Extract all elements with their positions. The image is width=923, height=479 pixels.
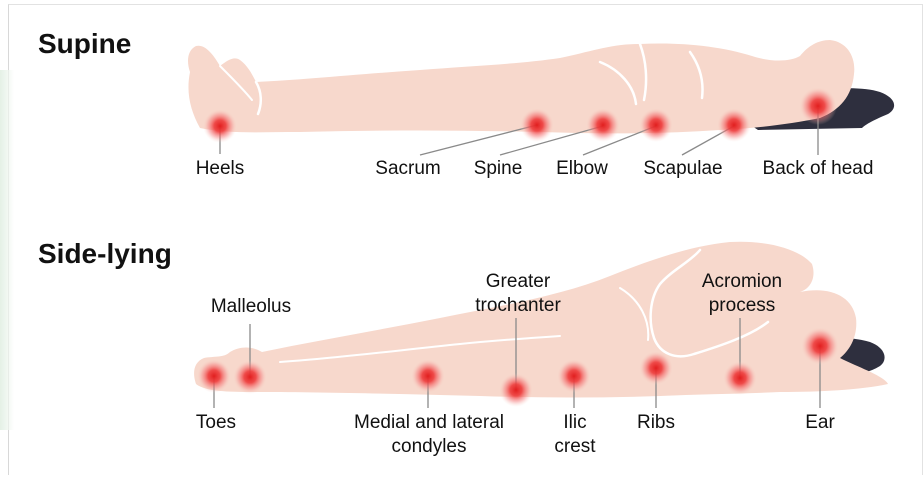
pressure-point-spine bbox=[586, 108, 620, 142]
label-ilic-crest: Ilic crest bbox=[546, 411, 604, 459]
label-sacrum: Sacrum bbox=[358, 157, 458, 181]
label-greater-trochanter: Greater trochanter bbox=[456, 270, 580, 318]
label-elbow: Elbow bbox=[542, 157, 622, 181]
pressure-point-elbow bbox=[639, 108, 673, 142]
pressure-point-condyles bbox=[411, 359, 445, 393]
pressure-point-ribs bbox=[639, 351, 673, 385]
label-spine: Spine bbox=[458, 157, 538, 181]
label-scapulae: Scapulae bbox=[628, 157, 738, 181]
pressure-point-sacrum bbox=[520, 108, 554, 142]
pressure-point-scapulae bbox=[717, 108, 751, 142]
side-lying-title: Side-lying bbox=[38, 238, 172, 270]
side-lying-figure bbox=[194, 242, 888, 398]
label-malleolus: Malleolus bbox=[192, 295, 310, 319]
pressure-point-ilic-crest bbox=[557, 359, 591, 393]
pressure-point-toes bbox=[197, 359, 231, 393]
label-medial-lateral-condyles: Medial and lateral condyles bbox=[344, 411, 514, 459]
pressure-point-acromion-process bbox=[723, 361, 757, 395]
pressure-point-ear bbox=[801, 327, 839, 365]
supine-title: Supine bbox=[38, 28, 131, 60]
label-toes: Toes bbox=[176, 411, 256, 435]
label-heels: Heels bbox=[170, 157, 270, 181]
pressure-point-heels bbox=[203, 109, 237, 143]
label-ribs: Ribs bbox=[620, 411, 692, 435]
pressure-point-malleolus bbox=[233, 360, 267, 394]
label-acromion-process: Acromion process bbox=[684, 270, 800, 318]
pressure-point-back-of-head bbox=[799, 87, 837, 125]
side-lying-body bbox=[194, 242, 888, 398]
pressure-point-greater-trochanter bbox=[499, 373, 533, 407]
label-back-of-head: Back of head bbox=[748, 157, 888, 181]
label-ear: Ear bbox=[790, 411, 850, 435]
